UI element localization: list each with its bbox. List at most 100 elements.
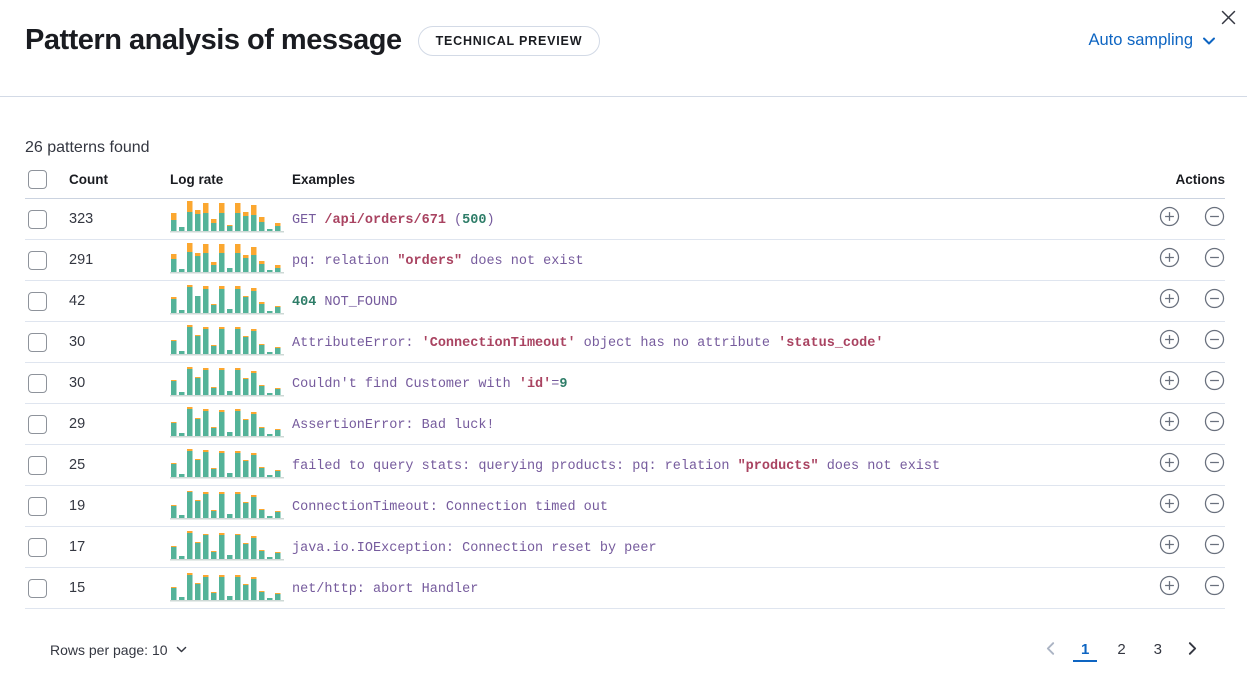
- rows-per-page-button[interactable]: Rows per page: 10: [50, 642, 188, 658]
- patterns-table: Count Log rate Examples Actions 323 GET …: [25, 170, 1225, 609]
- count-value: 30: [69, 375, 86, 391]
- pagination-prev-icon[interactable]: [1040, 638, 1061, 659]
- count-value: 30: [69, 334, 86, 350]
- filter-out-icon[interactable]: [1204, 493, 1225, 514]
- row-checkbox[interactable]: [28, 455, 47, 475]
- row-checkbox[interactable]: [28, 537, 47, 557]
- filter-out-icon[interactable]: [1204, 534, 1225, 555]
- log-rate-sparkline: [170, 324, 284, 356]
- table-footer: Rows per page: 10 1 2 3: [25, 637, 1225, 662]
- example-token: GET: [292, 213, 325, 228]
- count-value: 29: [69, 416, 86, 432]
- filter-in-icon[interactable]: [1159, 247, 1180, 268]
- row-checkbox[interactable]: [28, 250, 47, 270]
- log-rate-sparkline: [170, 283, 284, 315]
- example-token: (: [445, 213, 463, 228]
- pagination-page-2[interactable]: 2: [1109, 637, 1133, 662]
- row-checkbox[interactable]: [28, 209, 47, 229]
- log-rate-sparkline: [170, 488, 284, 520]
- count-value: 15: [69, 580, 86, 596]
- column-header-actions: Actions: [1135, 170, 1225, 199]
- example-token: does not exist: [818, 459, 941, 474]
- filter-in-icon[interactable]: [1159, 370, 1180, 391]
- close-icon[interactable]: [1216, 5, 1241, 30]
- pagination-page-3[interactable]: 3: [1146, 637, 1170, 662]
- table-row: 30 AttributeError: 'ConnectionTimeout' o…: [25, 321, 1225, 363]
- sampling-dropdown[interactable]: Auto sampling: [1088, 31, 1217, 50]
- table-row: 291 pq: relation "orders" does not exist: [25, 239, 1225, 281]
- column-header-examples: Examples: [292, 170, 1135, 199]
- filter-out-icon[interactable]: [1204, 329, 1225, 350]
- row-checkbox[interactable]: [28, 578, 47, 598]
- pagination-page-1[interactable]: 1: [1072, 637, 1098, 662]
- row-checkbox[interactable]: [28, 332, 47, 352]
- example-token: pq: relation: [292, 254, 398, 269]
- row-checkbox[interactable]: [28, 496, 47, 516]
- log-rate-sparkline: [170, 447, 284, 479]
- example-text: GET /api/orders/671 (500): [292, 213, 495, 228]
- example-text: java.io.IOException: Connection reset by…: [292, 541, 657, 556]
- example-text: AssertionError: Bad luck!: [292, 418, 495, 433]
- example-text: 404 NOT_FOUND: [292, 295, 397, 310]
- example-token: =: [551, 377, 560, 392]
- table-row: 15 net/http: abort Handler: [25, 567, 1225, 609]
- flyout-header: Pattern analysis of message TECHNICAL PR…: [0, 0, 1247, 97]
- row-checkbox[interactable]: [28, 291, 47, 311]
- technical-preview-badge: TECHNICAL PREVIEW: [417, 25, 601, 56]
- row-checkbox[interactable]: [28, 414, 47, 434]
- row-checkbox[interactable]: [28, 373, 47, 393]
- count-value: 17: [69, 539, 86, 555]
- example-text: AttributeError: 'ConnectionTimeout' obje…: [292, 336, 883, 351]
- filter-in-icon[interactable]: [1159, 206, 1180, 227]
- pagination: 1 2 3: [1040, 637, 1203, 662]
- example-token: 404: [292, 295, 317, 310]
- table-row: 29 AssertionError: Bad luck!: [25, 403, 1225, 445]
- patterns-found-summary: 26 patterns found: [25, 139, 150, 156]
- log-rate-sparkline: [170, 406, 284, 438]
- filter-in-icon[interactable]: [1159, 575, 1180, 596]
- example-token: failed to query stats: querying products…: [292, 459, 738, 474]
- example-token: 'status_code': [778, 336, 884, 351]
- table-row: 25 failed to query stats: querying produ…: [25, 444, 1225, 486]
- example-token: ConnectionTimeout: Connection timed out: [292, 500, 608, 515]
- example-token: 500: [462, 213, 487, 228]
- example-token: "orders": [397, 254, 463, 269]
- filter-in-icon[interactable]: [1159, 534, 1180, 555]
- pagination-next-icon[interactable]: [1182, 638, 1203, 659]
- filter-out-icon[interactable]: [1204, 206, 1225, 227]
- example-token: Couldn't find Customer with: [292, 377, 519, 392]
- example-text: failed to query stats: querying products…: [292, 459, 940, 474]
- table-row: 42 404 NOT_FOUND: [25, 280, 1225, 322]
- filter-out-icon[interactable]: [1204, 452, 1225, 473]
- count-value: 25: [69, 457, 86, 473]
- column-header-log-rate: Log rate: [170, 170, 292, 199]
- example-text: net/http: abort Handler: [292, 582, 478, 597]
- table-row: 17 java.io.IOException: Connection reset…: [25, 526, 1225, 568]
- filter-out-icon[interactable]: [1204, 411, 1225, 432]
- page-title: Pattern analysis of message: [25, 24, 402, 56]
- filter-in-icon[interactable]: [1159, 288, 1180, 309]
- count-value: 19: [69, 498, 86, 514]
- example-token: "products": [737, 459, 819, 474]
- select-all-checkbox[interactable]: [28, 170, 47, 189]
- chevron-down-icon: [1203, 37, 1215, 44]
- example-text: pq: relation "orders" does not exist: [292, 254, 584, 269]
- example-text: ConnectionTimeout: Connection timed out: [292, 500, 608, 515]
- count-value: 323: [69, 211, 94, 227]
- filter-out-icon[interactable]: [1204, 247, 1225, 268]
- filter-out-icon[interactable]: [1204, 370, 1225, 391]
- filter-out-icon[interactable]: [1204, 288, 1225, 309]
- log-rate-sparkline: [170, 200, 284, 233]
- filter-in-icon[interactable]: [1159, 329, 1180, 350]
- count-value: 42: [69, 293, 86, 309]
- filter-out-icon[interactable]: [1204, 575, 1225, 596]
- example-token: 'id': [518, 377, 552, 392]
- example-token: /api/orders/671: [324, 213, 446, 228]
- log-rate-sparkline: [170, 570, 284, 602]
- table-row: 30 Couldn't find Customer with 'id'=9: [25, 362, 1225, 404]
- filter-in-icon[interactable]: [1159, 493, 1180, 514]
- filter-in-icon[interactable]: [1159, 452, 1180, 473]
- example-token: java.io.IOException: Connection reset by…: [292, 541, 657, 556]
- filter-in-icon[interactable]: [1159, 411, 1180, 432]
